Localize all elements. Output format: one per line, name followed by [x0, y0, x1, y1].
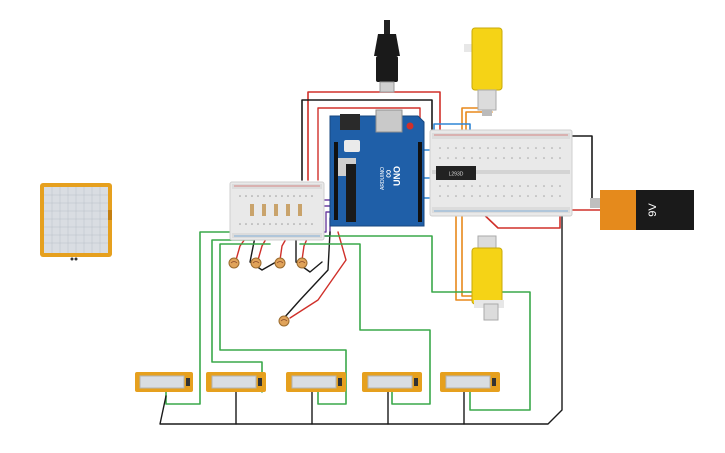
photoresistors[interactable] [228, 257, 308, 327]
wire-green-4[interactable] [299, 243, 431, 405]
ldr-3 [274, 257, 286, 269]
driver-chip-label: L293D [449, 172, 464, 178]
reset-button[interactable] [406, 122, 414, 130]
wire-black-top[interactable] [301, 99, 433, 181]
panel-pin-icon [70, 257, 74, 261]
wire-green-5[interactable] [319, 235, 531, 411]
wire-ldr5-red[interactable] [289, 231, 347, 319]
wire-black-battery[interactable] [571, 135, 601, 201]
dc-motor-bottom[interactable] [471, 235, 504, 321]
battery-9v[interactable]: 9V [590, 190, 694, 230]
sensor-module-3[interactable] [286, 372, 346, 392]
arduino-logo: ∞ [381, 169, 395, 178]
wire-green-3[interactable] [219, 243, 347, 405]
wire-green-1[interactable] [165, 231, 241, 405]
dc-motor-top[interactable] [464, 27, 503, 116]
ldr-2 [250, 257, 262, 269]
sensor-module-2[interactable] [206, 372, 266, 392]
motor-driver-chip[interactable]: L293D [436, 166, 476, 180]
wire-black-bus[interactable] [159, 211, 563, 425]
ldr-5 [278, 315, 290, 327]
resistor-row [250, 204, 302, 216]
ldr-4 [296, 257, 308, 269]
battery-label: 9V [647, 203, 659, 217]
usb-cable[interactable] [374, 20, 400, 93]
arduino-brand: ARDUINO [380, 167, 386, 190]
wire-red-top[interactable] [307, 91, 441, 181]
sensor-module-4[interactable] [362, 372, 422, 392]
sensor-module-5[interactable] [440, 372, 500, 392]
wire-ldr5-black[interactable] [283, 231, 331, 319]
main-breadboard[interactable]: L293D [429, 129, 573, 217]
sensor-module-1[interactable] [135, 372, 193, 392]
ldr-1 [228, 257, 240, 269]
grid-panel[interactable] [40, 183, 112, 261]
arduino-model: UNO [392, 166, 402, 186]
arduino-uno[interactable]: ∞ UNO ARDUINO [329, 109, 425, 227]
small-breadboard[interactable] [229, 181, 325, 241]
